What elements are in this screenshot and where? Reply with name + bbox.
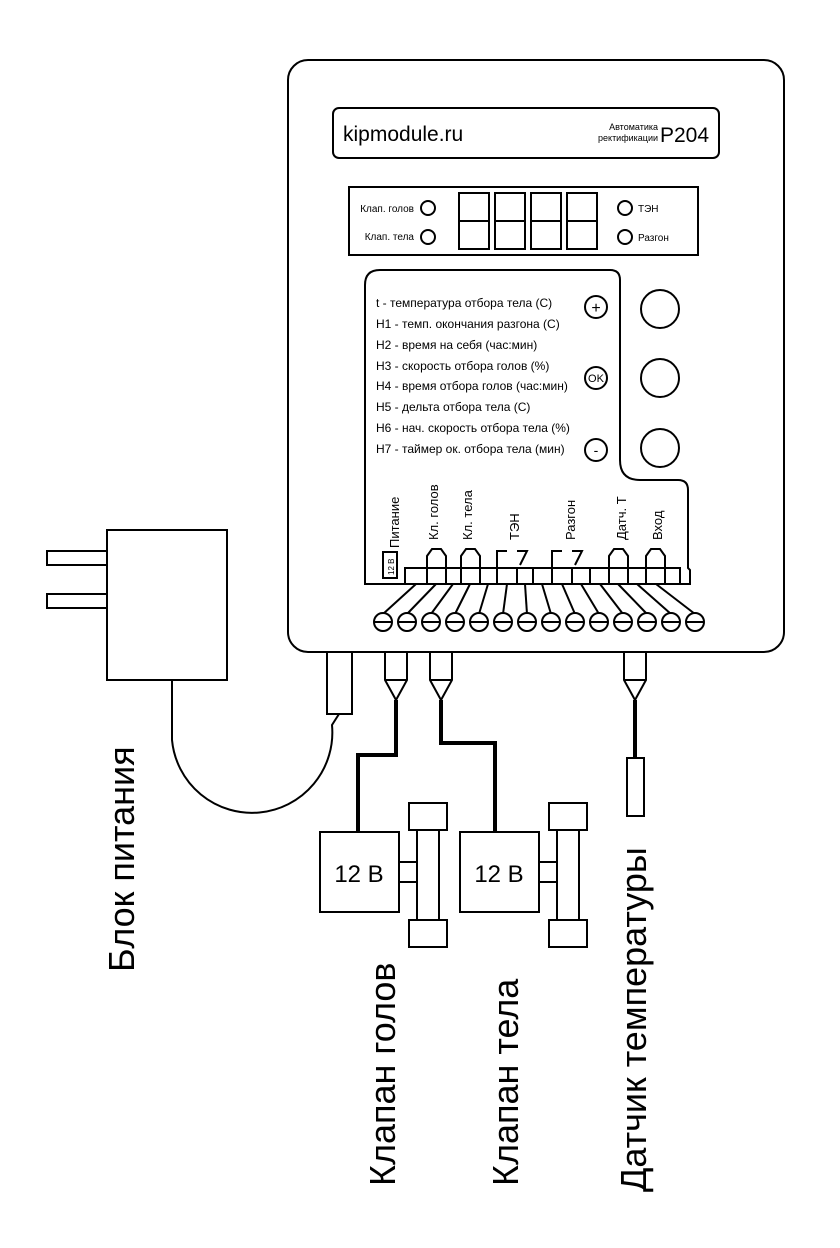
power-supply-body <box>106 529 228 681</box>
terminal-label-body-valve: Кл. тела <box>460 489 475 540</box>
temp-sensor-plug <box>623 652 647 703</box>
power-supply <box>46 529 340 814</box>
minus-button[interactable] <box>640 428 680 468</box>
indicator-led-heater <box>617 200 633 216</box>
screw-terminal <box>397 612 417 632</box>
plus-button[interactable] <box>640 289 680 329</box>
terminal-label-input: Вход <box>650 510 665 540</box>
power-voltage-box <box>382 551 398 579</box>
head-valve: 12 В <box>319 802 448 948</box>
terminal-label-heater: ТЭН <box>507 513 522 540</box>
connector-symbols <box>426 548 666 568</box>
power-supply-cord <box>171 680 340 814</box>
screw-terminal <box>613 612 633 632</box>
temp-sensor-probe <box>626 757 645 817</box>
ok-symbol-label: OK <box>588 373 605 385</box>
connector-input <box>645 548 666 568</box>
indicator-led-head-valve <box>420 200 436 216</box>
parameter-h5: H5 - дельта отбора тела (С) <box>376 400 530 414</box>
controller-housing <box>287 59 785 653</box>
head-valve-stem <box>398 861 418 883</box>
indicator-label-head-valve: Клап. голов <box>360 204 414 215</box>
parameter-h1: H1 - темп. окончания разгона (С) <box>376 317 560 331</box>
connector-temp-sensor <box>608 548 629 568</box>
minus-symbol <box>584 438 608 462</box>
screw-terminal <box>517 612 537 632</box>
terminal-label-head-valve: Кл. голов <box>426 484 441 540</box>
body-valve-cable <box>439 700 497 832</box>
brand-plate <box>332 107 720 159</box>
terminal-labels: Питание Кл. голов Кл. тела ТЭН Разгон Да… <box>387 484 665 548</box>
parameter-h6: H6 - нач. скорость отбора тела (%) <box>376 421 570 435</box>
body-valve-body <box>556 829 580 921</box>
screw-terminal <box>565 612 585 632</box>
indicator-label-heater: ТЭН <box>638 204 659 215</box>
screw-terminal <box>373 612 393 632</box>
indicator-label-boost: Разгон <box>638 233 669 244</box>
body-valve-plug <box>429 652 453 703</box>
caption-temp-sensor: Датчик температуры <box>613 847 654 1192</box>
parameter-h3: H3 - скорость отбора голов (%) <box>376 359 549 373</box>
model-number: Р204 <box>660 124 709 147</box>
caption-power-supply: Блок питания <box>101 746 142 972</box>
screw-terminal <box>661 612 681 632</box>
minus-symbol-label: - <box>594 442 599 458</box>
power-voltage-label: 12 В <box>387 559 396 575</box>
parameter-t: t - температура отбора тела (С) <box>376 296 552 310</box>
body-valve-voltage: 12 В <box>474 861 523 888</box>
screw-terminal <box>445 612 465 632</box>
terminal-label-boost: Разгон <box>563 500 578 540</box>
head-valve-body <box>416 829 440 921</box>
indicator-label-body-valve: Клап. тела <box>365 232 415 243</box>
head-valve-cable <box>356 700 398 832</box>
head-valve-fitting-top <box>408 802 448 831</box>
head-valve-fitting-bottom <box>408 919 448 948</box>
parameter-h2: H2 - время на себя (час:мин) <box>376 338 537 352</box>
display-panel <box>348 186 699 256</box>
parameter-h7: H7 - таймер ок. отбора тела (мин) <box>376 442 565 456</box>
screw-terminals <box>373 612 705 632</box>
relay-boost-symbol <box>551 550 584 568</box>
connector-body-valve <box>460 548 481 568</box>
ok-button[interactable] <box>640 358 680 398</box>
power-jack <box>326 651 353 715</box>
head-valve-plug <box>384 652 408 703</box>
screw-terminal <box>469 612 489 632</box>
seven-segment-display <box>458 192 598 250</box>
subtitle-line2: ректификации <box>598 133 658 143</box>
caption-head-valve: Клапан голов <box>362 962 403 1186</box>
plus-symbol-label: + <box>591 300 600 317</box>
terminal-wires <box>382 583 696 615</box>
plus-symbol <box>584 295 608 319</box>
subtitle-line1: Автоматика <box>609 122 658 132</box>
connector-head-valve <box>426 548 447 568</box>
screw-terminal <box>589 612 609 632</box>
screw-terminal <box>637 612 657 632</box>
screw-terminal <box>493 612 513 632</box>
power-supply-prong-top <box>46 550 108 566</box>
body-valve-fitting-top <box>548 802 588 831</box>
terminal-block-dividers <box>426 568 666 584</box>
ok-symbol <box>584 366 608 390</box>
body-valve-stem <box>538 861 558 883</box>
indicator-led-boost <box>617 229 633 245</box>
brand-name: kipmodule.ru <box>343 123 463 146</box>
inner-panel <box>364 269 691 585</box>
caption-body-valve: Клапан тела <box>485 978 526 1186</box>
terminal-label-power: Питание <box>387 497 402 548</box>
body-valve-fitting-bottom <box>548 919 588 948</box>
parameter-list: t - температура отбора тела (С) H1 - тем… <box>376 296 570 456</box>
body-valve: 12 В <box>459 802 588 948</box>
terminal-label-temp-sensor: Датч. Т <box>614 496 629 540</box>
parameter-h4: H4 - время отбора голов (час:мин) <box>376 379 568 393</box>
head-valve-voltage: 12 В <box>334 861 383 888</box>
screw-terminal <box>421 612 441 632</box>
indicator-led-body-valve <box>420 229 436 245</box>
screw-terminal <box>685 612 705 632</box>
screw-terminal <box>541 612 561 632</box>
relay-heater-symbol <box>496 550 529 568</box>
power-supply-prong-bottom <box>46 593 108 609</box>
